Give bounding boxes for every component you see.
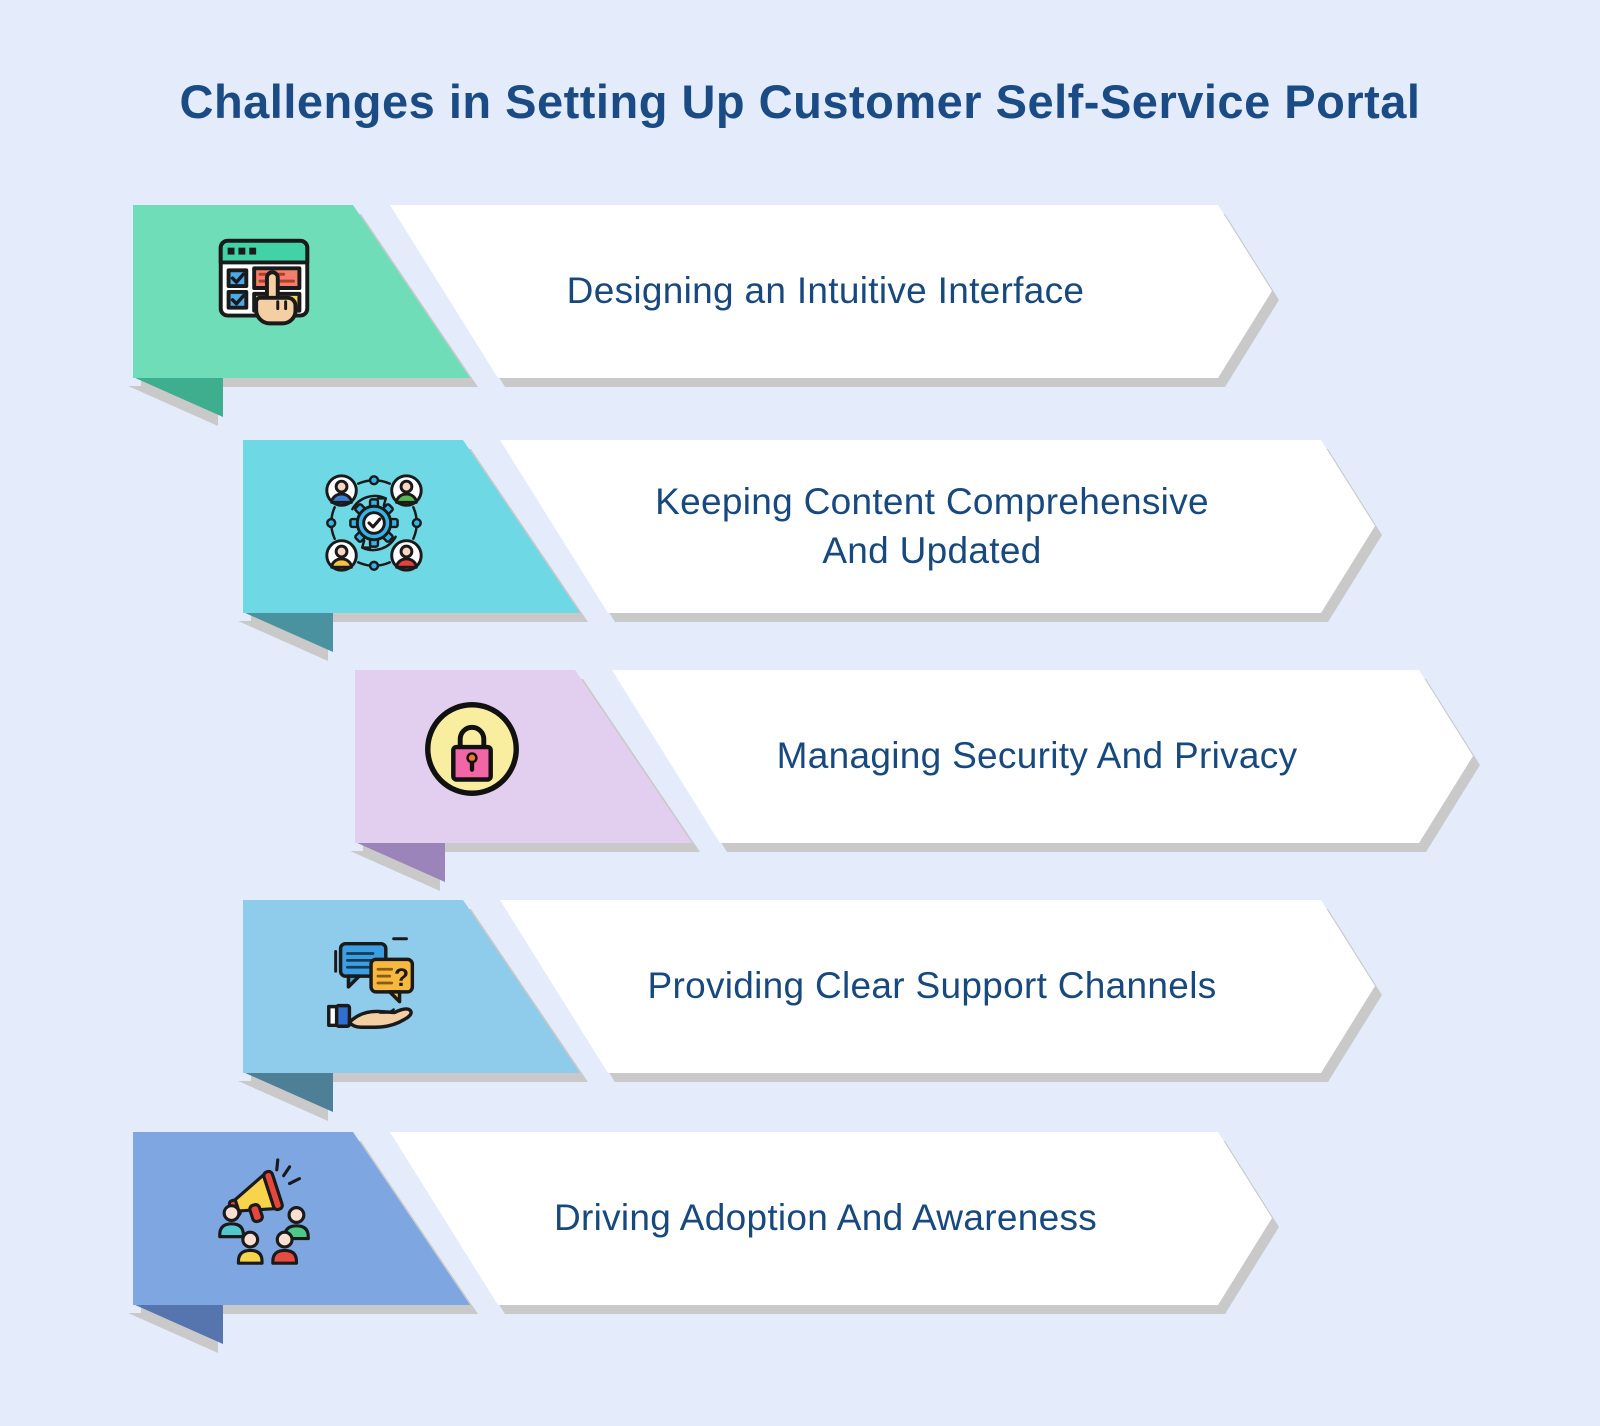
- megaphone-audience-icon: [218, 1158, 310, 1265]
- browser-checklist-icon: [218, 238, 310, 326]
- challenge-label: Managing Security And Privacy: [655, 670, 1419, 843]
- challenge-label-text: Driving Adoption And Awareness: [553, 1197, 1098, 1239]
- team-process-gear-icon: [325, 474, 423, 572]
- challenge-label: Providing Clear Support Channels: [543, 900, 1321, 1073]
- challenge-label-text: Keeping Content Comprehensive And Update…: [655, 481, 1209, 571]
- challenge-label: Driving Adoption And Awareness: [433, 1132, 1218, 1305]
- ribbon-fold: [133, 1304, 223, 1344]
- padlock-icon: [425, 702, 519, 796]
- challenge-label-text: Designing an Intuitive Interface: [566, 270, 1085, 312]
- challenge-label-text: Managing Security And Privacy: [776, 735, 1298, 777]
- page-title: Challenges in Setting Up Customer Self-S…: [179, 75, 1421, 128]
- svg-text:?: ?: [394, 965, 409, 992]
- support-chat-hand-icon: ?: [327, 937, 415, 1029]
- label-banner: [500, 900, 1375, 1073]
- challenge-label-text: Providing Clear Support Channels: [647, 965, 1217, 1007]
- label-banner: [390, 205, 1272, 378]
- label-banner: [612, 670, 1473, 843]
- label-banner: [500, 440, 1375, 613]
- challenge-label: Keeping Content Comprehensive And Update…: [543, 440, 1321, 613]
- label-banner: [390, 1132, 1272, 1305]
- challenge-label: Designing an Intuitive Interface: [433, 205, 1218, 378]
